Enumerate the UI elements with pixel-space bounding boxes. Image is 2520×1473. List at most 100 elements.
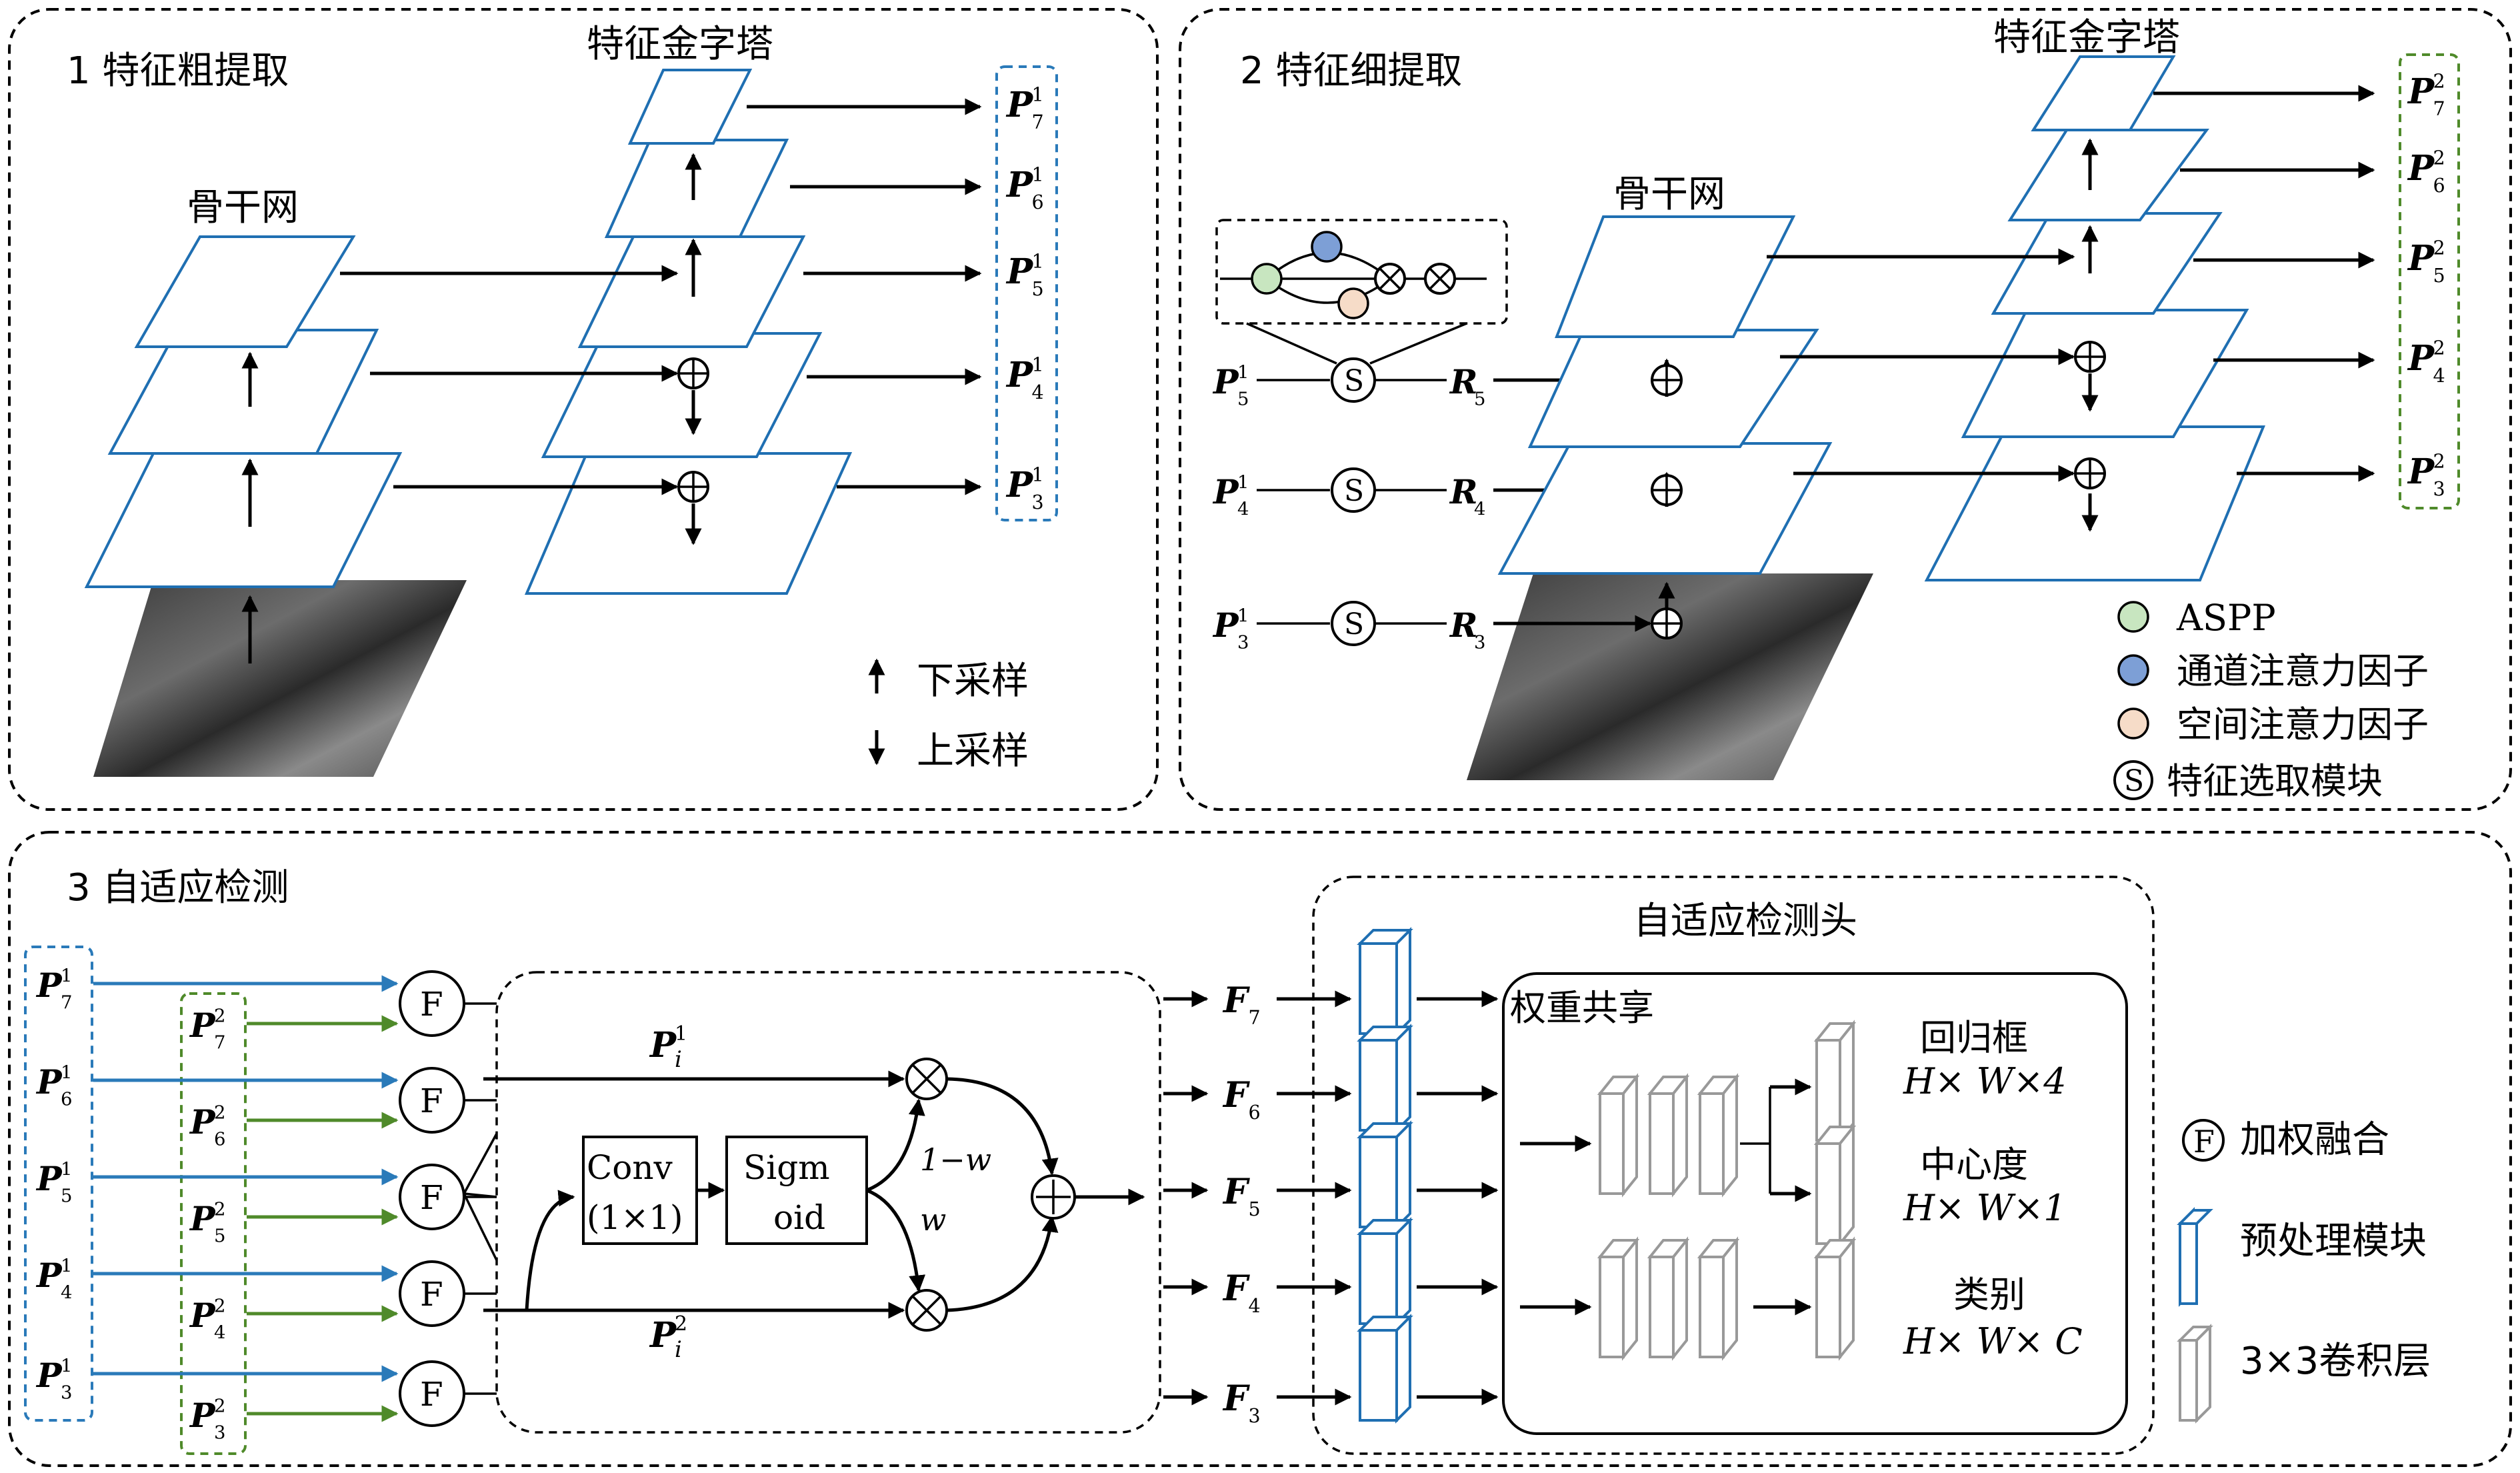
legend-aspp-dot xyxy=(2117,601,2149,633)
conv1x1-block xyxy=(582,1136,698,1245)
svg-text:F: F xyxy=(1222,1172,1250,1212)
svg-text:1: 1 xyxy=(61,1356,73,1377)
svg-text:1: 1 xyxy=(1237,605,1249,627)
svg-text:F: F xyxy=(420,1275,443,1314)
pyramid-plane-6 xyxy=(604,139,789,238)
panel-adaptive-detection: 3 自适应检测 P17P27FP16P26FP15P25FP14P24FP13P… xyxy=(8,831,2512,1467)
legend-channel-dot xyxy=(2117,654,2149,686)
svg-text:Conv: Conv xyxy=(587,1148,673,1187)
srow-R4: R4 xyxy=(1449,472,1486,520)
backbone-plane-3 xyxy=(84,452,403,588)
aspp-node xyxy=(1251,263,1283,295)
svg-text:1: 1 xyxy=(1237,362,1249,383)
svg-text:5: 5 xyxy=(214,1226,226,1247)
p1-out-P7: P1 7 xyxy=(1005,83,1044,134)
svg-text:7: 7 xyxy=(2433,97,2445,120)
svg-text:1: 1 xyxy=(1031,83,1043,106)
p1-out-P4: P14 xyxy=(1005,353,1044,404)
svg-text:P: P xyxy=(2407,148,2435,189)
svg-text:S: S xyxy=(1344,607,1364,641)
srow-P5: P15 xyxy=(1212,362,1249,410)
svg-text:P: P xyxy=(2407,238,2435,279)
legend-fuse: 加权融合 xyxy=(2240,1118,2389,1162)
head-regression: 回归框 xyxy=(1920,1017,2028,1059)
pyramid-plane-7 xyxy=(627,69,753,145)
conv-bottom-1 xyxy=(1649,1256,1675,1358)
in-P2-6: P26 xyxy=(189,1102,226,1150)
svg-text:P: P xyxy=(35,966,63,1005)
add-node-p1-3 xyxy=(677,471,709,503)
in-P1-3: P1 3 xyxy=(35,1356,73,1404)
in-P2-5: P25 xyxy=(189,1199,226,1247)
add-node-p1-4 xyxy=(677,357,709,389)
svg-text:3: 3 xyxy=(1248,1404,1260,1427)
svg-text:P: P xyxy=(1005,165,1034,205)
pyramid2-plane-5 xyxy=(1991,212,2223,315)
svg-text:3: 3 xyxy=(61,1382,73,1404)
svg-text:P: P xyxy=(649,1025,677,1066)
head-regression-dim: H× W×4 xyxy=(1903,1060,2067,1102)
head-centerness: 中心度 xyxy=(1920,1144,2028,1186)
svg-text:F: F xyxy=(1222,1378,1250,1419)
mul-node-inset-2 xyxy=(1424,263,1456,295)
svg-text:4: 4 xyxy=(1474,499,1486,520)
svg-text:3: 3 xyxy=(2433,477,2445,500)
svg-text:1−w: 1−w xyxy=(920,1142,991,1178)
head-class: 类别 xyxy=(1953,1274,2025,1316)
svg-text:5: 5 xyxy=(1474,389,1486,410)
svg-text:P: P xyxy=(35,1256,63,1295)
svg-text:w: w xyxy=(920,1202,946,1238)
mul-node-top xyxy=(905,1058,948,1100)
conv-top-0 xyxy=(1599,1092,1625,1195)
svg-text:i: i xyxy=(675,1046,682,1073)
svg-text:P: P xyxy=(2407,451,2435,492)
svg-text:F: F xyxy=(420,1082,443,1120)
svg-text:P: P xyxy=(35,1062,63,1102)
conv-reg xyxy=(1815,1039,1841,1142)
svg-text:1: 1 xyxy=(1031,353,1043,376)
svg-text:5: 5 xyxy=(2433,264,2445,287)
svg-text:7: 7 xyxy=(1031,111,1043,133)
p2-out-P6: P26 xyxy=(2407,147,2445,197)
ultrasound-image-1 xyxy=(93,580,467,777)
svg-text:F: F xyxy=(420,1178,443,1217)
svg-text:P: P xyxy=(1212,362,1239,401)
svg-text:P: P xyxy=(35,1356,63,1395)
pyramid2-plane-7 xyxy=(2031,55,2176,131)
svg-text:F: F xyxy=(1222,1268,1250,1309)
svg-text:P: P xyxy=(2407,71,2435,112)
svg-text:F: F xyxy=(1222,980,1250,1021)
conv-top-2 xyxy=(1699,1092,1725,1195)
svg-text:P: P xyxy=(1212,605,1239,645)
legend-spatial: 空间注意力因子 xyxy=(2177,703,2429,746)
svg-text:6: 6 xyxy=(214,1129,226,1150)
add-node-fusion xyxy=(1031,1174,1076,1220)
svg-text:2: 2 xyxy=(214,1006,226,1027)
mul-node-bottom xyxy=(905,1289,948,1332)
svg-text:F: F xyxy=(420,1375,443,1414)
svg-text:P: P xyxy=(189,1006,216,1045)
svg-text:P: P xyxy=(1005,85,1034,125)
preprocess-block-4 xyxy=(1359,1329,1398,1422)
p2-out-P4: P24 xyxy=(2407,337,2445,387)
pyramid-label-2: 特征金字塔 xyxy=(1993,16,2180,59)
svg-text:1: 1 xyxy=(1031,163,1043,186)
svg-text:4: 4 xyxy=(214,1322,226,1344)
p1-out-P5: P15 xyxy=(1005,250,1044,301)
svg-text:R: R xyxy=(1449,362,1478,401)
backbone2-plane-5 xyxy=(1555,215,1796,338)
conv-top-1 xyxy=(1649,1092,1675,1195)
preprocess-block-0 xyxy=(1359,942,1398,1035)
svg-text:7: 7 xyxy=(214,1032,226,1054)
legend-preproc: 预处理模块 xyxy=(2240,1220,2427,1263)
conv-bottom-0 xyxy=(1599,1256,1625,1358)
preprocess-block-2 xyxy=(1359,1136,1398,1228)
p1-out-P6: P16 xyxy=(1005,163,1044,214)
svg-text:1: 1 xyxy=(61,1256,73,1277)
backbone-plane-4 xyxy=(107,329,379,455)
pyramid2-plane-3 xyxy=(1924,425,2265,581)
panel-2-title: 2 特征细提取 xyxy=(1240,49,1462,93)
